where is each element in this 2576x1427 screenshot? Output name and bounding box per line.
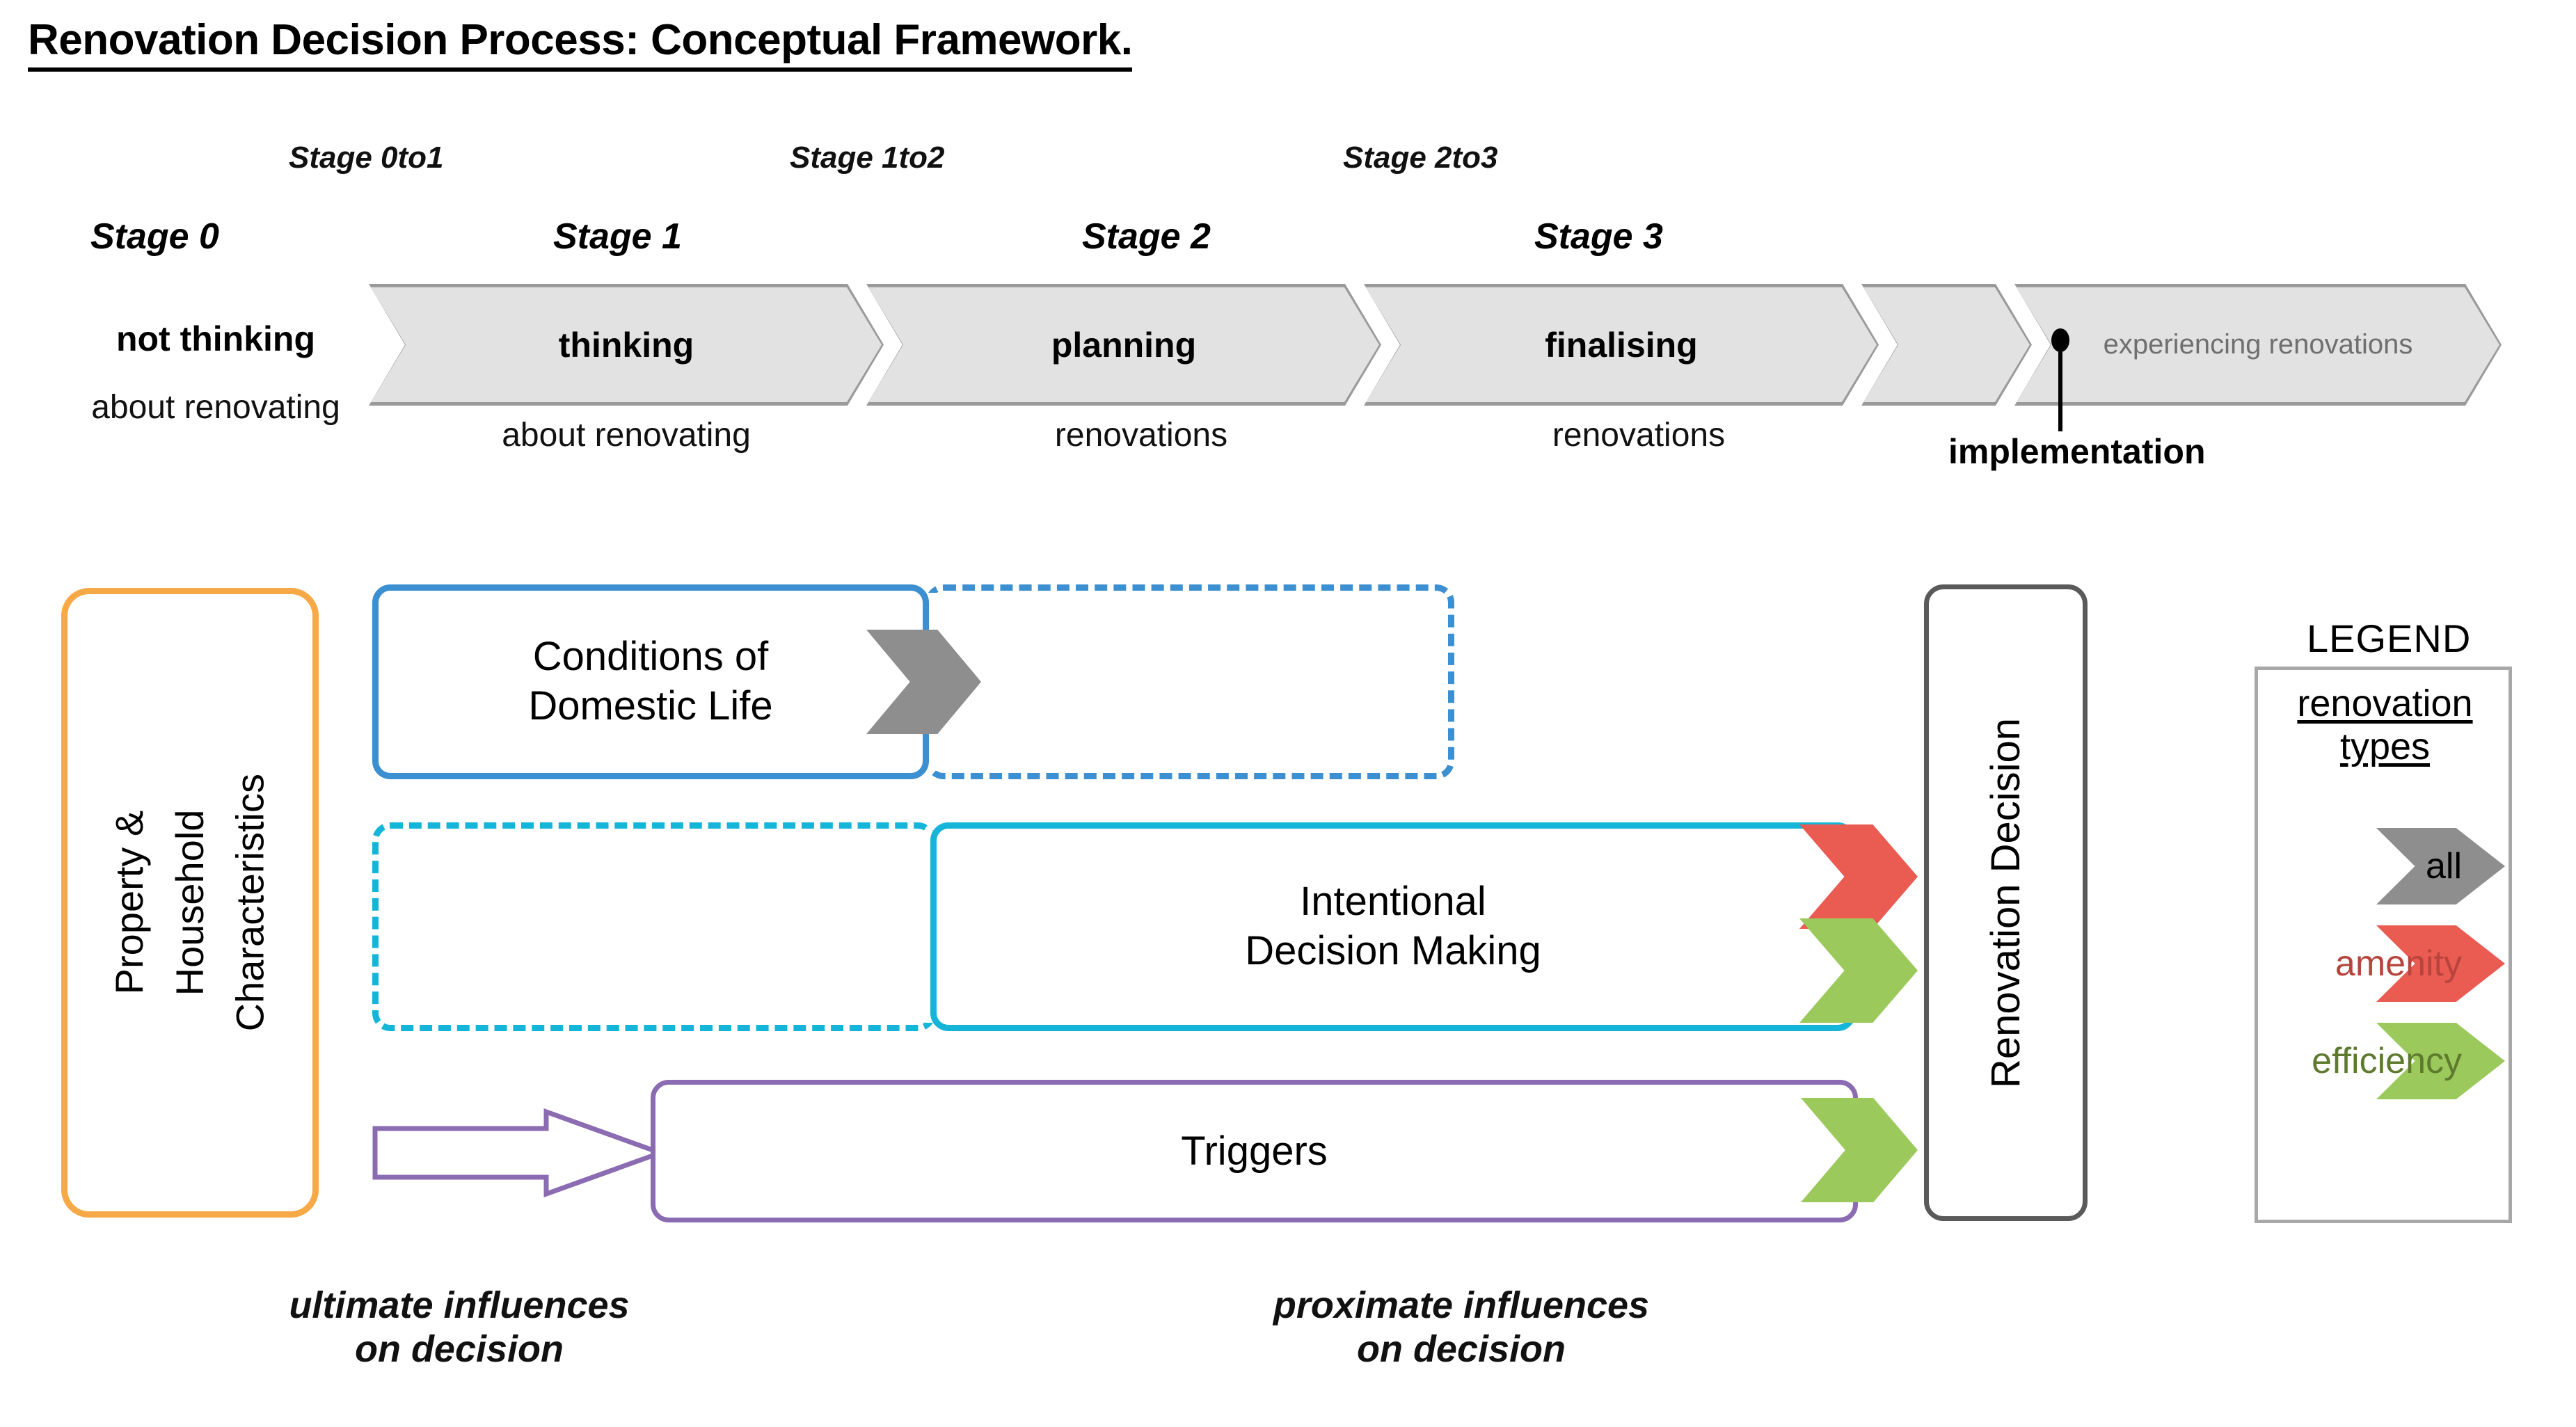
stage-chevron-label: experiencing renovations <box>2103 328 2413 360</box>
intentional-dashed-extension <box>372 822 936 1031</box>
property-household-characteristics-label: Property & Household Characteristics <box>106 774 272 1032</box>
triggers-label: Triggers <box>1181 1129 1328 1174</box>
stage-transition-label-0to1: Stage 0to1 <box>289 141 444 175</box>
legend-title: LEGEND <box>2307 616 2472 660</box>
legend-item-efficiency[interactable]: efficiency <box>2265 1023 2505 1099</box>
legend-item-label: amenity <box>2335 943 2462 984</box>
stage2-sub-label: renovations <box>1054 417 1228 454</box>
stage-chevron-implementation[interactable] <box>1861 284 2032 406</box>
renovation-decision-label: Renovation Decision <box>1983 717 2028 1088</box>
conditions-dashed-extension <box>925 584 1454 779</box>
legend-item-all[interactable]: all <box>2265 828 2505 904</box>
stage-chevron-label: planning <box>1051 325 1197 365</box>
triggers-box[interactable]: Triggers <box>651 1080 1858 1222</box>
page-title: Renovation Decision Process: Conceptual … <box>28 15 1133 72</box>
legend-heading: renovation types <box>2297 683 2473 768</box>
conditions-of-domestic-life-label: Conditions of Domestic Life <box>528 634 773 728</box>
stage-chevron-experiencing[interactable]: experiencing renovations <box>2014 284 2502 406</box>
process-stage-band: thinking planning finalising experiencin… <box>369 284 2498 406</box>
intentional-decision-making-box[interactable]: Intentional Decision Making <box>930 822 1856 1031</box>
legend-item-amenity[interactable]: amenity <box>2265 925 2505 1002</box>
stage-chevron-finalising[interactable]: finalising <box>1364 284 1879 406</box>
intentional-decision-making-label: Intentional Decision Making <box>1245 879 1541 973</box>
stage0-sub-label: about renovating <box>91 389 340 426</box>
property-household-characteristics-box[interactable]: Property & Household Characteristics <box>61 588 319 1218</box>
stage-chevron-label: finalising <box>1545 325 1698 365</box>
stage-chevron-thinking[interactable]: thinking <box>369 284 884 406</box>
stage-header-0: Stage 0 <box>90 216 219 257</box>
stage1-sub-label: about renovating <box>502 417 751 454</box>
stage-transition-label-2to3: Stage 2to3 <box>1343 141 1498 175</box>
stage-chevron-planning[interactable]: planning <box>866 284 1381 406</box>
stage0-state-label: not thinking <box>116 319 316 358</box>
renovation-decision-box[interactable]: Renovation Decision <box>1924 584 2088 1221</box>
stage-header-2: Stage 2 <box>1082 216 1211 257</box>
legend-item-label: all <box>2425 846 2462 886</box>
legend-item-label: efficiency <box>2312 1041 2462 1081</box>
implementation-leader-line <box>2058 348 2062 431</box>
stage-header-1: Stage 1 <box>553 216 682 257</box>
stage-chevron-label: thinking <box>558 325 694 365</box>
implementation-label: implementation <box>1948 432 2206 471</box>
proximate-influences-caption: proximate influences on decision <box>1273 1284 1650 1370</box>
stage-header-3: Stage 3 <box>1534 216 1663 257</box>
ultimate-influences-caption: ultimate influences on decision <box>289 1284 630 1370</box>
stage3-sub-label: renovations <box>1552 417 1726 454</box>
triggers-inflow-arrow-icon <box>372 1108 665 1197</box>
conditions-of-domestic-life-box[interactable]: Conditions of Domestic Life <box>372 584 929 779</box>
stage-transition-label-1to2: Stage 1to2 <box>790 141 945 175</box>
implementation-dot-icon <box>2051 328 2069 352</box>
